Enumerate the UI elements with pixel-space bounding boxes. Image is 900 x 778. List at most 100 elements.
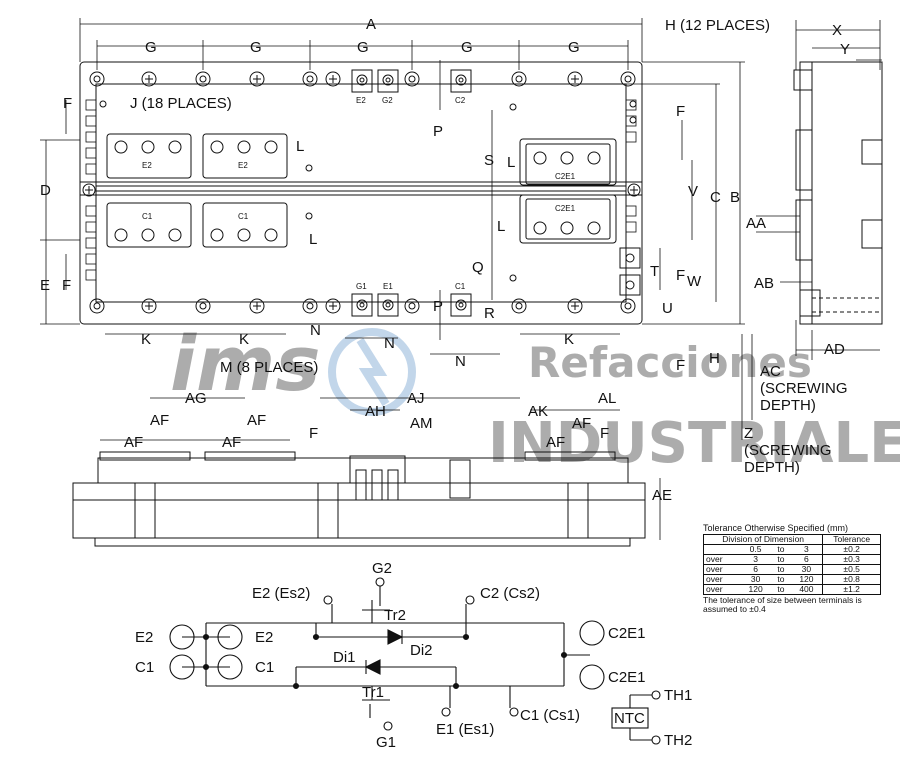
dim-ae: AE bbox=[652, 487, 672, 504]
sch-tr1: Tr1 bbox=[362, 684, 384, 701]
dim-g-2: G bbox=[250, 39, 262, 56]
signal-terminals-top: E2 G2 C2 bbox=[351, 69, 472, 105]
dim-af-3: AF bbox=[124, 434, 143, 451]
row-tolerance: ±0.3 bbox=[822, 554, 881, 566]
dim-m-places: M (8 PLACES) bbox=[220, 359, 318, 376]
row-end: 120 bbox=[790, 574, 824, 586]
block-e2-b: E2 bbox=[238, 161, 248, 170]
sch-g2: G2 bbox=[372, 560, 392, 577]
dim-f-front: F bbox=[309, 425, 318, 442]
dim-w: W bbox=[687, 273, 702, 290]
row-prefix bbox=[702, 544, 740, 556]
dim-j-places: J (18 PLACES) bbox=[130, 95, 232, 112]
row-to: to bbox=[771, 564, 791, 576]
dim-b: B bbox=[730, 189, 740, 206]
row-prefix: over bbox=[702, 564, 740, 576]
row-to: to bbox=[771, 554, 791, 566]
row-from: 6 bbox=[739, 564, 772, 576]
term-e2-label: E2 bbox=[356, 96, 366, 105]
sch-c1-left: C1 bbox=[135, 659, 154, 676]
dim-h-places: H (12 PLACES) bbox=[665, 17, 770, 34]
watermark-line1: Refacciones bbox=[528, 338, 812, 387]
dim-am: AM bbox=[410, 415, 433, 432]
sch-e1-es1: E1 (Es1) bbox=[436, 721, 494, 738]
front-view-labels: AG AF AF AF AF F AH AJ AM AK AL AF AF F … bbox=[124, 390, 672, 504]
row-tolerance: ±0.8 bbox=[822, 574, 881, 586]
row-tolerance: ±0.5 bbox=[822, 564, 881, 576]
z-label-2: (SCREWING bbox=[744, 442, 832, 459]
mounting-holes bbox=[82, 71, 641, 314]
row-to: to bbox=[771, 574, 791, 586]
tolerance-note: The tolerance of size between terminals … bbox=[703, 594, 862, 614]
dim-ag: AG bbox=[185, 390, 207, 407]
dim-n-3: N bbox=[455, 353, 466, 370]
dim-f-left: F bbox=[63, 95, 72, 112]
sch-e2-left: E2 bbox=[135, 629, 153, 646]
dim-af-6: AF bbox=[546, 434, 565, 451]
block-c2e1-top: C2E1 bbox=[555, 172, 576, 181]
row-from: 30 bbox=[739, 574, 772, 586]
table-row: over 3 to 6 ±0.3 bbox=[702, 554, 881, 566]
dim-f-right-2: F bbox=[676, 267, 685, 284]
row-prefix: over bbox=[702, 584, 740, 595]
ac-label-3: DEPTH) bbox=[760, 397, 816, 414]
side-view-labels: X Y AA AB AD AC (SCREWING DEPTH) Z (SCRE… bbox=[744, 22, 850, 476]
dim-y: Y bbox=[840, 41, 850, 58]
block-c1-a: C1 bbox=[142, 212, 153, 221]
top-view: E2 G2 C2 G1 E1 C1 E2 E2 C1 C1 bbox=[79, 61, 643, 325]
tolerance-header-tolerance: Tolerance bbox=[822, 534, 881, 546]
table-row: over 6 to 30 ±0.5 bbox=[702, 564, 881, 576]
dim-h-right: H bbox=[709, 350, 720, 367]
dim-f-left-2: F bbox=[62, 277, 71, 294]
term-c1-label: C1 bbox=[455, 282, 466, 291]
term-g1-label: G1 bbox=[356, 282, 367, 291]
sch-th1: TH1 bbox=[664, 687, 692, 704]
dim-k-2: K bbox=[239, 331, 249, 348]
row-from: 3 bbox=[739, 554, 772, 566]
dim-k-3: K bbox=[564, 331, 574, 348]
sch-di2: Di2 bbox=[410, 642, 433, 659]
sch-c1-right: C1 bbox=[255, 659, 274, 676]
dim-f-right-3: F bbox=[676, 357, 685, 374]
row-end: 30 bbox=[790, 564, 824, 576]
sch-e2-right: E2 bbox=[255, 629, 273, 646]
terminal-blocks: E2 E2 C1 C1 C2E1 C2E1 bbox=[106, 133, 617, 248]
watermark-line2: INDUSTRIALES bbox=[488, 411, 900, 476]
dim-p-top: P bbox=[433, 123, 443, 140]
dim-al: AL bbox=[598, 390, 616, 407]
sch-c2e1-bottom: C2E1 bbox=[608, 669, 646, 686]
dim-k-1: K bbox=[141, 331, 151, 348]
dim-ab: AB bbox=[754, 275, 774, 292]
row-to: to bbox=[771, 584, 791, 595]
ac-label-1: AC bbox=[760, 363, 781, 380]
dim-aj: AJ bbox=[407, 390, 425, 407]
dim-p-bottom: P bbox=[433, 298, 443, 315]
sch-g1: G1 bbox=[376, 734, 396, 751]
row-end: 400 bbox=[790, 584, 824, 595]
table-row: over 120 to 400 ±1.2 bbox=[702, 584, 881, 595]
dim-g-3: G bbox=[357, 39, 369, 56]
dim-a: A bbox=[366, 16, 376, 33]
dimension-lines bbox=[40, 18, 745, 355]
block-c2e1-bottom: C2E1 bbox=[555, 204, 576, 213]
dim-c: C bbox=[710, 189, 721, 206]
dim-n-1: N bbox=[310, 322, 321, 339]
dim-f-front-2: F bbox=[600, 425, 609, 442]
schematic-labels: G2 E2 (Es2) C2 (Cs2) Tr2 Di2 Di1 Tr1 E2 … bbox=[135, 560, 692, 751]
sch-ntc: NTC bbox=[614, 710, 645, 727]
dim-g-1: G bbox=[145, 39, 157, 56]
dim-r: R bbox=[484, 305, 495, 322]
row-prefix: over bbox=[702, 554, 740, 566]
dim-af-2: AF bbox=[247, 412, 266, 429]
dim-q: Q bbox=[472, 259, 484, 276]
sch-e2-es2: E2 (Es2) bbox=[252, 585, 310, 602]
dim-af-5: AF bbox=[572, 415, 591, 432]
dim-ad: AD bbox=[824, 341, 845, 358]
dim-l-4: L bbox=[497, 218, 505, 235]
tolerance-title: Tolerance Otherwise Specified (mm) bbox=[703, 523, 849, 533]
sch-c2-cs2: C2 (Cs2) bbox=[480, 585, 540, 602]
tolerance-table: Tolerance Otherwise Specified (mm) Divis… bbox=[702, 523, 881, 614]
term-e1-label: E1 bbox=[383, 282, 393, 291]
